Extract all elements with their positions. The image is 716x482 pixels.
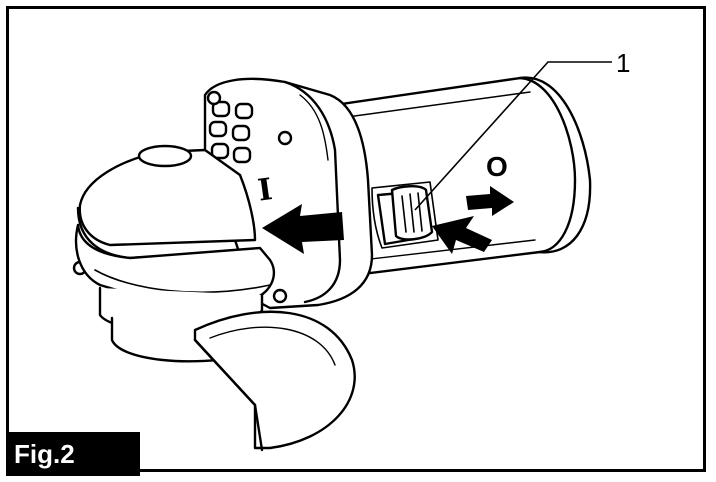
on-arrow-large (262, 204, 344, 254)
vent-slot (210, 142, 230, 160)
push-arrow (432, 216, 492, 254)
wheel-guard-inner (209, 326, 336, 366)
on-symbol: I (256, 172, 275, 209)
motor-housing-end (518, 76, 577, 254)
housing-seam-lower (344, 239, 536, 263)
head-cap (78, 148, 257, 247)
gear-head-flange (94, 269, 271, 293)
slide-switch-ridges (401, 192, 423, 233)
callout-number-1: 1 (616, 48, 630, 78)
frame-notch (0, 0, 160, 6)
off-symbol: O (486, 151, 508, 182)
off-arrow (466, 186, 514, 216)
vent-slot (231, 124, 251, 142)
motor-housing (298, 76, 592, 280)
wheel-guard (193, 310, 356, 450)
figure-label: Fig.2 (6, 432, 140, 476)
spindle-lock-button (137, 144, 193, 168)
vent-slot (234, 102, 254, 120)
screw (272, 288, 288, 304)
wheel-guard-lip (193, 338, 264, 452)
callout-leader-line (414, 61, 612, 211)
gear-housing-inner (283, 80, 342, 304)
vent-slot (211, 100, 231, 118)
housing-seam (339, 91, 531, 119)
switch-recess-outline (371, 181, 439, 249)
vent-slot (208, 120, 228, 138)
vent-slot (232, 146, 252, 164)
gear-housing-edge (299, 94, 329, 161)
screw (206, 90, 222, 106)
screw (277, 130, 293, 146)
gear-head-base (74, 223, 276, 302)
